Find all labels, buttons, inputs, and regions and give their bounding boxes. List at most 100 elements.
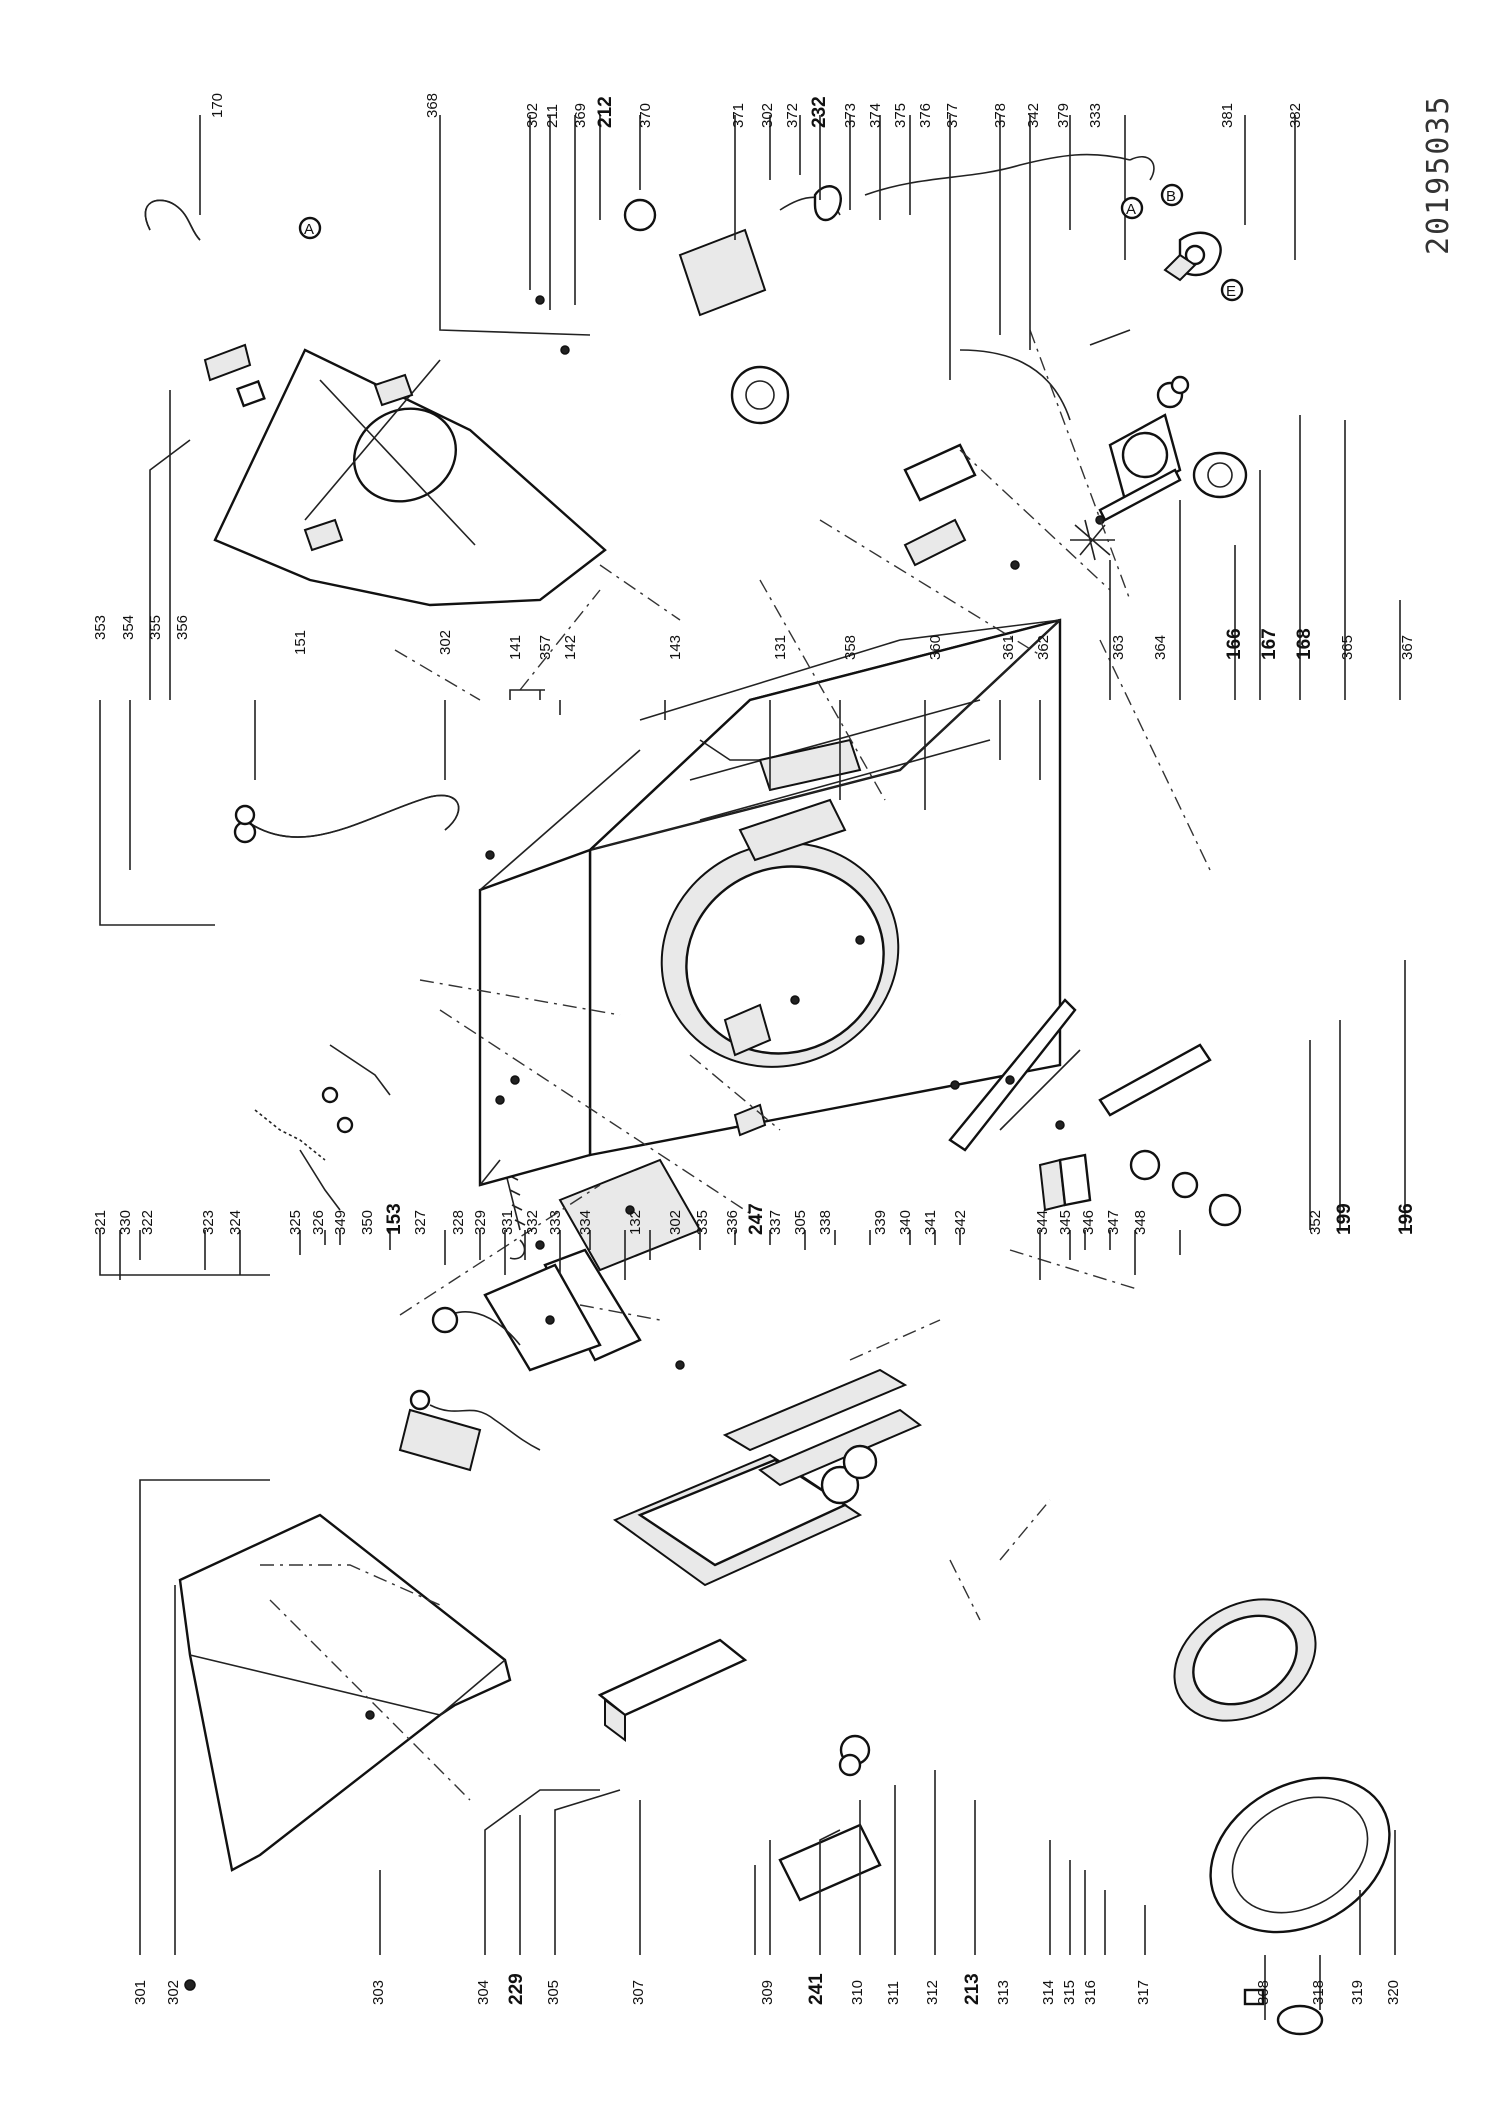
- callout: 370: [637, 103, 654, 128]
- callout: 131: [772, 635, 789, 660]
- cabinet-back-components: [699, 738, 862, 862]
- callout: 315: [1061, 1980, 1078, 2005]
- detergent-drawer: [597, 1638, 882, 1902]
- callouts-bottom-row: 301 302 303 304 229 305 307 309 241 310 …: [132, 1973, 1402, 2005]
- callout: 321: [92, 1210, 109, 1235]
- callout: 340: [897, 1210, 914, 1235]
- callout: 302: [524, 103, 541, 128]
- callout: 341: [922, 1210, 939, 1235]
- callout: 329: [472, 1210, 489, 1235]
- callout: 308: [1255, 1980, 1272, 2005]
- callout: 361: [1000, 635, 1017, 660]
- callout: 320: [1385, 1980, 1402, 2005]
- callout: 360: [927, 635, 944, 660]
- motor-and-pump-area: [623, 153, 1222, 425]
- callout: 382: [1287, 103, 1304, 128]
- callout: 357: [537, 635, 554, 660]
- callout: 335: [694, 1210, 711, 1235]
- base-panel: [213, 348, 607, 607]
- inlet-hose: [203, 343, 460, 844]
- callout: 142: [562, 635, 579, 660]
- callout: 167: [1259, 628, 1280, 660]
- callout: 241: [806, 1973, 827, 2005]
- guide-lines: [260, 329, 1211, 1801]
- callout: 342: [952, 1210, 969, 1235]
- cabinet: [478, 618, 1062, 1187]
- callout: 331: [499, 1210, 516, 1235]
- callout: 371: [730, 103, 747, 128]
- drain-hose: [144, 199, 201, 241]
- callout: 212: [595, 96, 616, 128]
- callout: 310: [849, 1980, 866, 2005]
- callout: 196: [1396, 1203, 1417, 1235]
- callout: 317: [1135, 1980, 1152, 2005]
- callouts-middle-row: 321 330 322 323 324 325 326 349 350 153 …: [92, 1203, 1417, 1235]
- callout: 313: [995, 1980, 1012, 2005]
- callout: 330: [117, 1210, 134, 1235]
- callout: 309: [759, 1980, 776, 2005]
- callout: 333: [547, 1210, 564, 1235]
- callout: 247: [746, 1203, 767, 1235]
- callout: 143: [667, 635, 684, 660]
- callout: 232: [809, 96, 830, 128]
- callout: 362: [1035, 635, 1052, 660]
- callout: 373: [842, 103, 859, 128]
- connector-e-marker: [1220, 278, 1244, 302]
- callout: 168: [1294, 628, 1315, 660]
- connector-a-marker-2: [1120, 196, 1144, 220]
- callout: 166: [1224, 628, 1245, 660]
- callout: 141: [507, 635, 524, 660]
- screws-and-fixings: [184, 295, 1105, 1991]
- callout: 327: [412, 1210, 429, 1235]
- callout: 322: [139, 1210, 156, 1235]
- callout: 364: [1152, 635, 1169, 660]
- callout: 319: [1349, 1980, 1366, 2005]
- callout: 213: [962, 1973, 983, 2005]
- callout: 151: [292, 630, 309, 655]
- callout: 318: [1310, 1980, 1327, 2005]
- callout: 337: [767, 1210, 784, 1235]
- callout: 346: [1080, 1210, 1097, 1235]
- callout: 333: [1087, 103, 1104, 128]
- callout: 302: [759, 103, 776, 128]
- callouts-top-row: 170 368 302 211 369 212 370 371 302 372 …: [209, 93, 1304, 128]
- callout: 302: [165, 1980, 182, 2005]
- callout: 153: [384, 1203, 405, 1235]
- callout: 336: [724, 1210, 741, 1235]
- callout: 229: [506, 1973, 527, 2005]
- callout: 323: [200, 1210, 217, 1235]
- leader-lines-top: [99, 115, 1401, 926]
- callout: 314: [1040, 1980, 1057, 2005]
- callout: 312: [924, 1980, 941, 2005]
- callout: 345: [1057, 1210, 1074, 1235]
- callout: 307: [630, 1980, 647, 2005]
- callout: 334: [577, 1210, 594, 1235]
- callout: 367: [1399, 635, 1416, 660]
- callout: 132: [627, 1210, 644, 1235]
- top-panel: [178, 1513, 512, 1872]
- callout: 348: [1132, 1210, 1149, 1235]
- internal-components-left: [254, 1044, 541, 1472]
- callout: 304: [475, 1980, 492, 2005]
- callout: 377: [944, 103, 961, 128]
- callout: 326: [310, 1210, 327, 1235]
- callout: 301: [132, 1980, 149, 2005]
- callout: 363: [1110, 635, 1127, 660]
- connector-e-label: E: [1226, 283, 1236, 300]
- callout: 347: [1105, 1210, 1122, 1235]
- callout: 302: [667, 1210, 684, 1235]
- connector-a-label-1: A: [304, 221, 314, 238]
- front-plinth: [948, 998, 1242, 1227]
- callout: 369: [572, 103, 589, 128]
- callout: 305: [792, 1210, 809, 1235]
- callout: 374: [867, 103, 884, 128]
- callout: 199: [1334, 1203, 1355, 1235]
- spring-and-hinge: [498, 1089, 1092, 1260]
- callout: 356: [174, 615, 191, 640]
- callout: 339: [872, 1210, 889, 1235]
- callout: 354: [120, 615, 137, 640]
- callout: 381: [1219, 103, 1236, 128]
- callout: 211: [544, 104, 561, 128]
- callout: 170: [209, 93, 226, 118]
